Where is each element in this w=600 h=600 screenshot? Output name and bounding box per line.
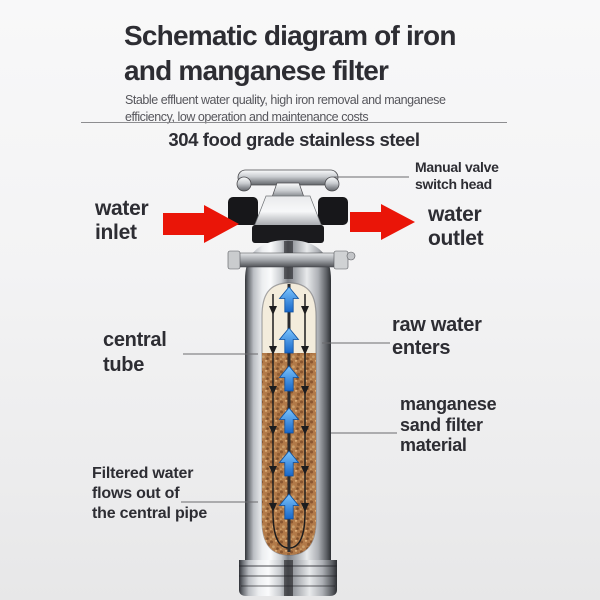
upflow-arrow-icons <box>278 286 300 520</box>
label-line: water <box>428 203 482 226</box>
label-line: manganese <box>400 394 497 414</box>
label-line: water <box>95 197 149 220</box>
valve-collar <box>252 225 324 243</box>
label-central-tube: central tube <box>103 328 167 378</box>
label-line: outlet <box>428 227 484 250</box>
valve-assembly <box>228 169 348 243</box>
label-line: enters <box>392 337 451 359</box>
material-banner: 304 food grade stainless steel <box>168 129 420 150</box>
label-line: flows out of <box>92 485 180 502</box>
clamp-tab-left <box>227 250 241 270</box>
subtitle-line: Stable effluent water quality, high iron… <box>125 93 446 107</box>
valve-port-left <box>228 197 258 225</box>
water-inlet-arrow-icon <box>163 205 239 243</box>
label-line: the central pipe <box>92 505 208 522</box>
page-title: Schematic diagram of iron and manganese … <box>124 18 524 88</box>
label-filtered-water: Filtered water flows out of the central … <box>92 464 207 524</box>
label-line: Manual valve <box>415 159 499 175</box>
title-line: Schematic diagram of iron <box>124 20 456 51</box>
label-water-inlet: water inlet <box>95 197 149 245</box>
clamp-band <box>235 252 341 268</box>
label-line: material <box>400 435 467 455</box>
base-seam <box>284 560 293 596</box>
cutaway-window <box>261 282 317 556</box>
clamp-bolt <box>346 251 356 261</box>
title-line: and manganese filter <box>124 55 389 86</box>
handle-knob-left <box>236 176 252 192</box>
label-manual-valve: Manual valve switch head <box>415 159 499 192</box>
label-line: central <box>103 329 167 351</box>
vessel <box>227 240 356 596</box>
label-line: raw water <box>392 314 482 336</box>
raw-water-downflow-lines <box>272 294 306 549</box>
clamp-tab-right <box>333 250 349 270</box>
page-subtitle: Stable effluent water quality, high iron… <box>125 92 465 125</box>
downflow-arrowheads <box>269 306 309 512</box>
pointer-lines <box>181 176 409 503</box>
label-line: tube <box>103 354 145 376</box>
handle-knob-right <box>324 176 340 192</box>
label-water-outlet: water outlet <box>428 203 484 251</box>
water-outlet-arrow-icon <box>350 204 415 240</box>
label-manganese-sand: manganese sand filter material <box>400 394 497 456</box>
divider-line <box>81 122 507 123</box>
subtitle-line: efficiency, low operation and maintenanc… <box>125 109 369 124</box>
valve-port-right <box>318 197 348 225</box>
label-line: Filtered water <box>92 465 194 482</box>
label-line: sand filter <box>400 414 483 435</box>
label-line: switch head <box>415 175 492 192</box>
label-line: inlet <box>95 221 137 244</box>
valve-body <box>253 195 323 228</box>
label-raw-water: raw water enters <box>392 314 482 360</box>
